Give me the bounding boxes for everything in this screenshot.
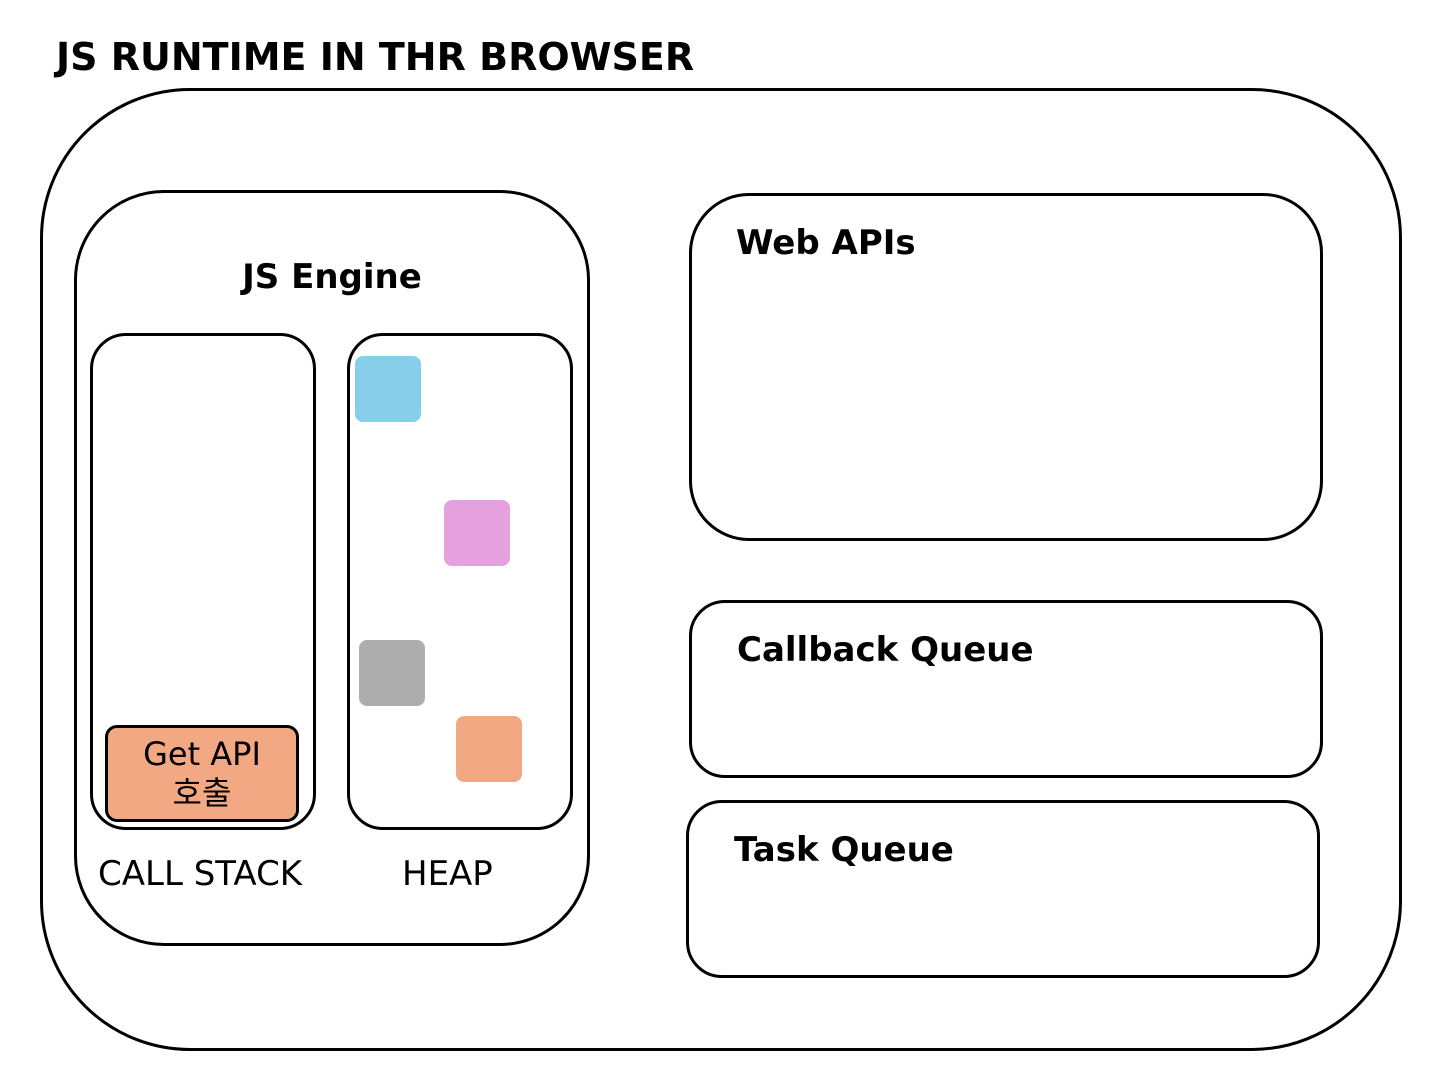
diagram-title: JS RUNTIME IN THR BROWSER	[56, 35, 695, 79]
js-engine-label: JS Engine	[242, 257, 422, 297]
web-apis-container	[689, 193, 1323, 541]
call-stack-label: CALL STACK	[98, 854, 303, 894]
call-stack-frame: Get API 호출	[105, 725, 299, 822]
call-stack-frame-line1: Get API	[143, 735, 261, 774]
heap-object-pink	[444, 500, 510, 566]
heap-object-orange	[456, 716, 522, 782]
task-queue-label: Task Queue	[734, 830, 954, 870]
call-stack-frame-line2: 호출	[172, 773, 232, 812]
heap-label: HEAP	[402, 854, 493, 894]
callback-queue-label: Callback Queue	[737, 630, 1034, 670]
task-queue-container	[686, 800, 1320, 978]
callback-queue-container	[689, 600, 1323, 778]
heap-object-blue	[355, 356, 421, 422]
heap-object-gray	[359, 640, 425, 706]
web-apis-label: Web APIs	[736, 223, 916, 263]
